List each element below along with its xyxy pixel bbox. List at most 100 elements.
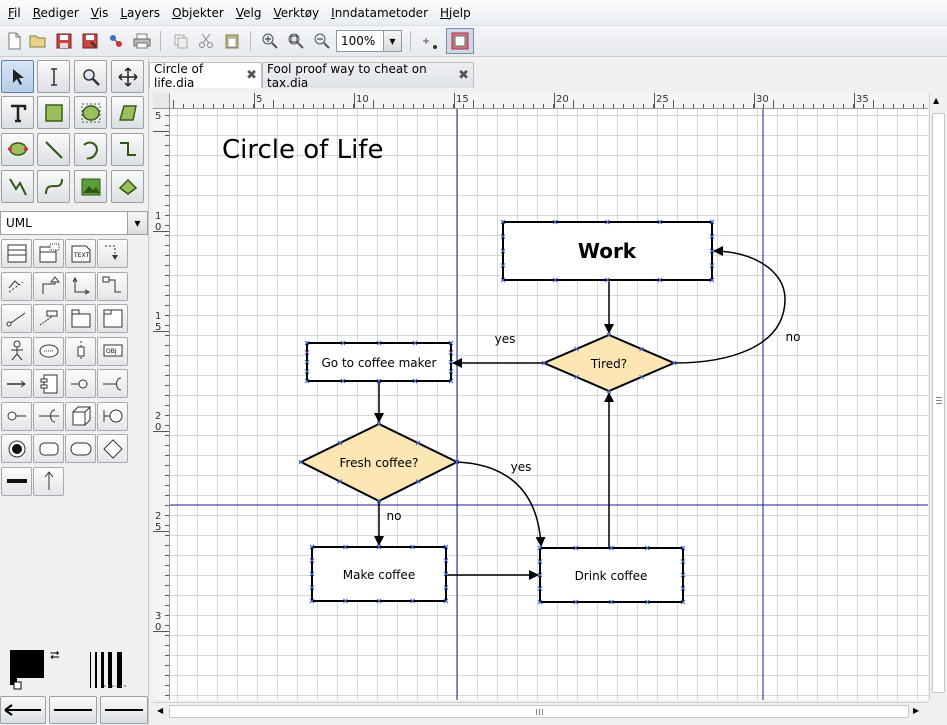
copy-icon[interactable] <box>170 30 192 52</box>
scroll-right-icon[interactable]: ▶ <box>913 706 920 715</box>
scroll-up-icon[interactable]: ▲ <box>933 96 940 105</box>
line-width-selector[interactable] <box>90 650 134 690</box>
generalization-shape-icon[interactable] <box>33 271 64 301</box>
polygon-tool-icon[interactable] <box>111 96 144 129</box>
small-package-shape-icon[interactable] <box>33 304 64 333</box>
ruler-label: 5 <box>256 94 263 105</box>
required-interface-shape-icon[interactable] <box>1 401 32 431</box>
implements-shape-icon[interactable] <box>97 271 128 301</box>
work-label: Work <box>578 239 637 263</box>
interface-shape-icon[interactable] <box>97 401 128 431</box>
foreground-color-swatch[interactable] <box>10 650 44 678</box>
cut-icon[interactable] <box>195 30 217 52</box>
horizontal-scrollbar[interactable]: ◀ ▶ <box>153 702 929 721</box>
activity-shape-icon[interactable] <box>65 434 96 463</box>
box-tool-icon[interactable] <box>37 96 70 129</box>
line-style-selector[interactable] <box>49 696 97 724</box>
save-icon[interactable] <box>53 30 75 52</box>
close-icon[interactable]: ✖ <box>246 68 257 83</box>
bezier-line-tool-icon[interactable] <box>37 170 70 203</box>
beziergon-tool-icon[interactable] <box>1 133 34 166</box>
zoom-level-value: 100% <box>341 34 376 48</box>
snap-to-grid-icon[interactable] <box>418 30 440 52</box>
object-box-shape-icon[interactable]: OBJ <box>97 336 128 366</box>
close-icon[interactable]: ✖ <box>458 68 469 83</box>
menu-item-fil[interactable]: Fil <box>8 5 21 20</box>
outline-tool-icon[interactable] <box>111 170 144 203</box>
swap-colors-icon[interactable]: ⮂ <box>50 648 60 662</box>
large-package-shape-icon[interactable] <box>65 304 96 333</box>
open-file-icon[interactable] <box>27 30 49 52</box>
message-shape-icon[interactable] <box>1 369 32 398</box>
class-shape-icon[interactable] <box>1 239 32 268</box>
port-shape-icon[interactable] <box>65 369 96 398</box>
menu-item-velg[interactable]: Velg <box>235 5 262 20</box>
actor-shape-icon[interactable] <box>1 336 32 366</box>
menu-item-objekter[interactable]: Objekter <box>172 5 224 20</box>
modify-tool-arrow-icon[interactable] <box>1 60 34 93</box>
paste-icon[interactable] <box>221 30 243 52</box>
association-shape-icon[interactable] <box>65 271 96 301</box>
diagram-title[interactable]: Circle of Life <box>222 135 383 165</box>
chevron-down-icon[interactable]: ▼ <box>127 212 147 234</box>
text-edit-cursor-icon[interactable] <box>37 60 70 93</box>
scroll-tool-move-icon[interactable] <box>111 60 144 93</box>
menu-item-rediger[interactable]: Rediger <box>32 5 79 20</box>
fork-shape-icon[interactable] <box>1 466 32 496</box>
arc-tool-icon[interactable] <box>74 133 107 166</box>
assembly-shape-icon[interactable] <box>33 401 64 431</box>
magnify-tool-icon[interactable] <box>74 60 107 93</box>
tired-label: Tired? <box>590 357 627 371</box>
horizontal-scroll-thumb[interactable] <box>169 705 909 718</box>
reset-colors-icon[interactable] <box>10 678 22 690</box>
zoom-level-combo[interactable]: 100% ▼ <box>336 30 402 52</box>
line-tool-icon[interactable] <box>37 133 70 166</box>
print-icon[interactable] <box>131 30 153 52</box>
menu-item-hjelp[interactable]: Hjelp <box>440 5 471 20</box>
provided-interface-shape-icon[interactable] <box>97 369 128 398</box>
constraint-shape-icon[interactable] <box>1 304 32 333</box>
vertical-scroll-thumb[interactable] <box>932 113 945 693</box>
polyline-tool-icon[interactable] <box>1 170 34 203</box>
zoom-fit-icon[interactable] <box>285 30 307 52</box>
menu-item-verktøy[interactable]: Verktøy <box>273 5 320 20</box>
menu-item-vis[interactable]: Vis <box>90 5 109 20</box>
scroll-left-icon[interactable]: ◀ <box>157 706 164 715</box>
connector-fresh-to-drink[interactable] <box>456 461 546 547</box>
vertical-scrollbar[interactable]: ▲ <box>929 93 947 700</box>
lifeline-shape-icon[interactable] <box>65 336 96 366</box>
zoom-out-icon[interactable] <box>311 30 333 52</box>
connector-tired-to-work[interactable] <box>673 246 786 364</box>
object-shape-icon[interactable] <box>97 304 128 333</box>
node-shape-icon[interactable] <box>65 401 96 431</box>
end-arrow-selector[interactable] <box>100 696 148 724</box>
new-file-icon[interactable] <box>3 30 25 52</box>
sheet-selector[interactable]: UML ▼ <box>0 211 148 235</box>
use-case-shape-icon[interactable] <box>33 336 64 366</box>
decision-shape-icon[interactable] <box>97 434 128 463</box>
export-icon[interactable] <box>105 30 127 52</box>
text-tool-icon[interactable] <box>1 96 34 129</box>
note-shape-icon[interactable]: TEXT <box>65 239 96 268</box>
initial-state-shape-icon[interactable] <box>1 434 32 463</box>
diagram-canvas[interactable]: Circle of Life Work Tired? Go to coffee … <box>170 109 928 700</box>
dependency-shape-icon[interactable] <box>97 239 128 268</box>
image-tool-icon[interactable] <box>74 170 107 203</box>
ellipse-tool-icon[interactable] <box>74 96 107 129</box>
chevron-down-icon[interactable]: ▼ <box>383 31 401 51</box>
realization-shape-icon[interactable] <box>1 271 32 301</box>
tab-fool-proof[interactable]: Fool proof way to cheat on tax.dia ✖ <box>262 62 474 90</box>
transition-shape-icon[interactable] <box>33 466 64 496</box>
menu-item-inndatametoder[interactable]: Inndatametoder <box>331 5 428 20</box>
start-arrow-selector[interactable] <box>0 696 46 724</box>
object-snapping-icon[interactable] <box>446 28 474 54</box>
state-shape-icon[interactable] <box>33 434 64 463</box>
zoom-in-icon[interactable] <box>259 30 281 52</box>
make-coffee-box[interactable] <box>311 546 447 602</box>
tab-circle-of-life[interactable]: Circle of life.dia ✖ <box>149 62 262 90</box>
menu-item-layers[interactable]: Layers <box>120 5 161 20</box>
zigzag-line-tool-icon[interactable] <box>111 133 144 166</box>
template-class-shape-icon[interactable] <box>33 239 64 268</box>
save-as-icon[interactable] <box>79 30 101 52</box>
component-shape-icon[interactable] <box>33 369 64 398</box>
